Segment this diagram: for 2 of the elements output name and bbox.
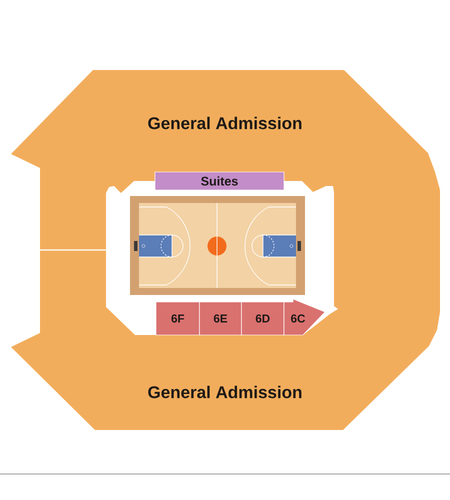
section-label: General Admission bbox=[148, 386, 302, 398]
section-label: General Admission bbox=[148, 116, 302, 130]
